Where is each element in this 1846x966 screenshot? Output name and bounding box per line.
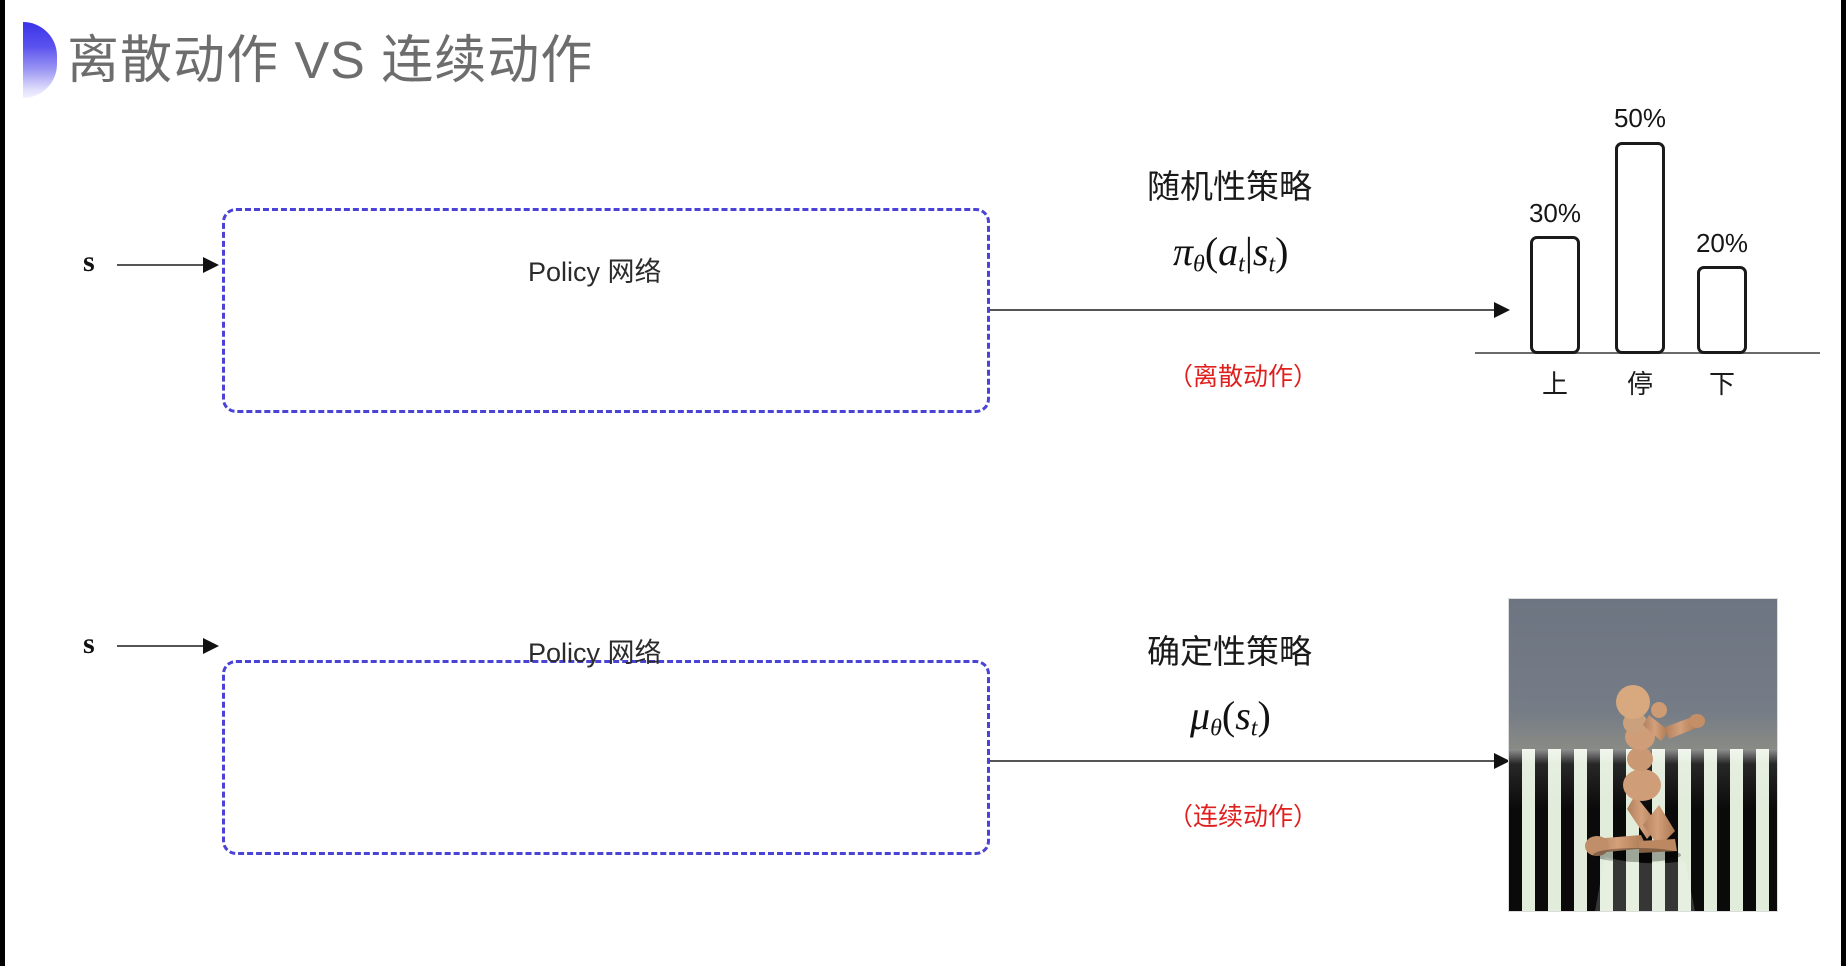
bar-rect-2[interactable] — [1697, 266, 1747, 354]
formula-arg-s-sub: t — [1268, 251, 1276, 278]
formula-paren-open: ( — [1204, 229, 1219, 274]
input-arrow-row2 — [117, 638, 219, 654]
formula-paren-close-2: ) — [1257, 693, 1271, 738]
humanoid-scene-svg — [1509, 599, 1777, 911]
output-arrow-row1 — [990, 302, 1510, 318]
bar-rect-0[interactable] — [1530, 236, 1580, 354]
bar-category-label-2: 下 — [1708, 369, 1736, 399]
bar-category-label-0: 上 — [1541, 369, 1569, 399]
policy-network-label-row1: Policy 网络 — [528, 257, 662, 287]
policy-network-box-row2[interactable] — [222, 660, 990, 855]
formula-conditional-bar: | — [1244, 229, 1253, 274]
formula-fn-pi: π — [1173, 229, 1194, 274]
policy-network-label-row2: Policy 网络 — [528, 638, 662, 668]
bar-value-label-0: 30% — [1528, 198, 1582, 228]
formula-arg-a: a — [1218, 229, 1239, 274]
deterministic-policy-formula: μθ(st) — [1190, 692, 1271, 743]
bar-rect-1[interactable] — [1615, 142, 1665, 354]
formula-fn-mu: μ — [1190, 693, 1211, 738]
formula-arg-s-sub-2: t — [1250, 715, 1258, 742]
formula-sub-theta: θ — [1193, 251, 1205, 278]
formula-arg-a-sub: t — [1238, 251, 1245, 278]
formula-sub-theta-2: θ — [1210, 715, 1222, 742]
humanoid-figure — [1585, 685, 1705, 862]
stochastic-policy-title: 随机性策略 — [1147, 168, 1312, 205]
page-title: 离散动作 VS 连续动作 — [67, 32, 594, 90]
formula-arg-s: s — [1252, 229, 1269, 274]
input-state-label-row1: s — [83, 245, 95, 278]
bar-value-label-1: 50% — [1613, 103, 1667, 133]
discrete-action-note: （离散动作） — [1168, 363, 1319, 391]
output-arrow-row2 — [990, 753, 1510, 769]
policy-network-box-row1[interactable] — [222, 208, 990, 413]
continuous-action-note: （连续动作） — [1168, 803, 1319, 831]
bar-value-label-2: 20% — [1695, 228, 1749, 258]
stochastic-policy-formula: πθ(at|st) — [1173, 228, 1288, 279]
humanoid-simulation-image — [1508, 598, 1778, 912]
bar-category-label-1: 停 — [1626, 369, 1654, 399]
formula-arg-s-2: s — [1235, 693, 1251, 738]
deterministic-policy-title: 确定性策略 — [1147, 633, 1312, 670]
formula-paren-close: ) — [1275, 229, 1289, 274]
action-probability-bar-chart: 30% 上 50% 停 20% 下 — [1475, 92, 1835, 422]
input-arrow-row1 — [117, 257, 219, 273]
formula-paren-open-2: ( — [1221, 693, 1236, 738]
title-decoration-icon — [23, 22, 57, 98]
input-state-label-row2: s — [83, 627, 95, 660]
